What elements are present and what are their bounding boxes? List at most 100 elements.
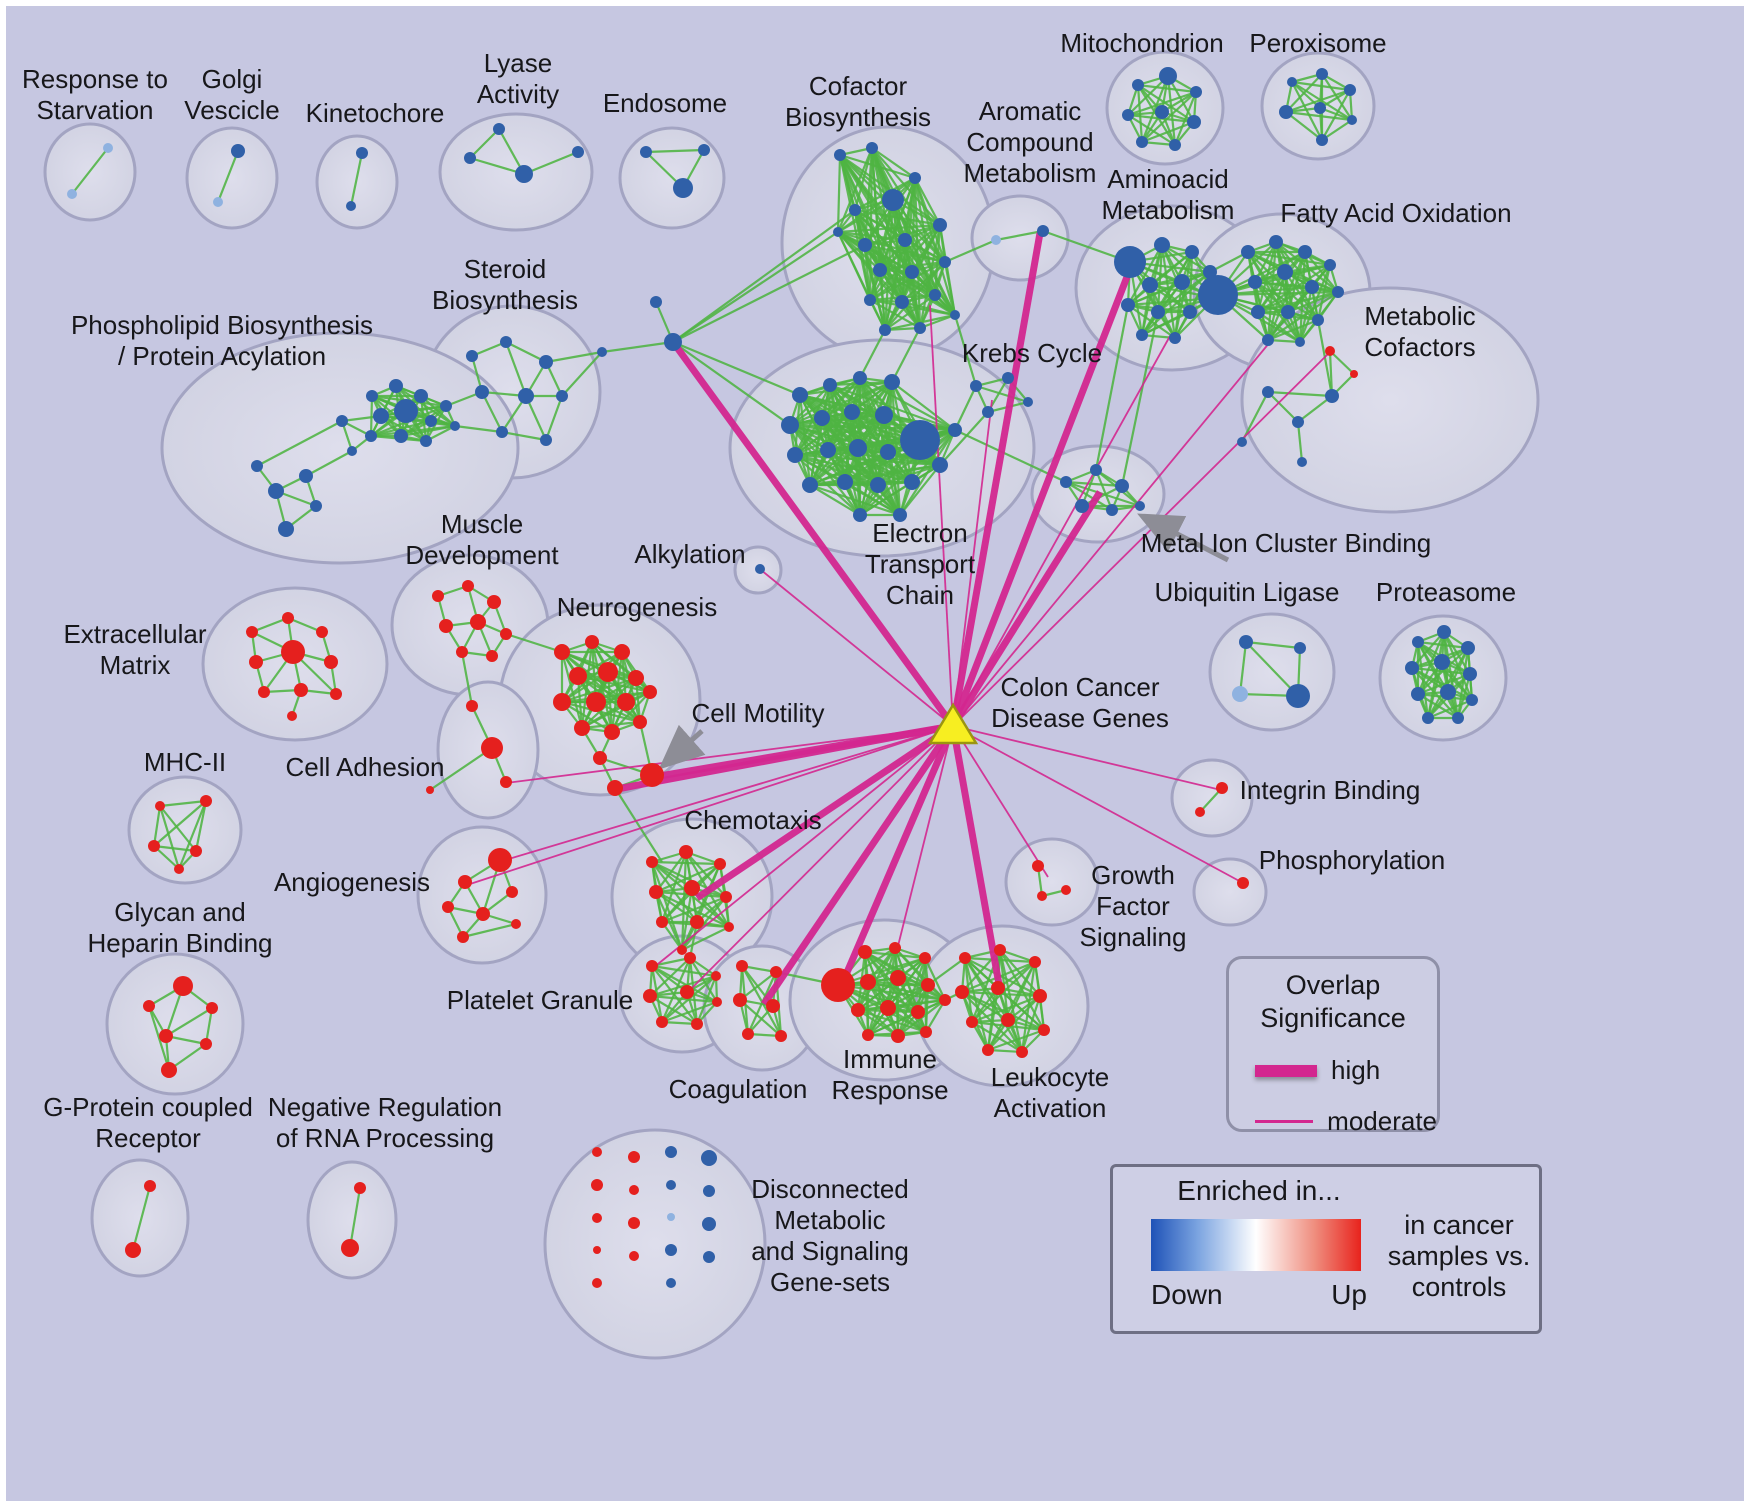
green-edge (853, 147, 874, 211)
green-bridge-edge (1120, 311, 1160, 487)
green-edge (680, 887, 694, 951)
coagulation-node (736, 960, 748, 972)
electron-transport-chain-node (884, 374, 900, 390)
green-edge (655, 851, 687, 893)
green-edge (1287, 290, 1339, 314)
green-edge (809, 483, 901, 517)
neurogenesis-node (574, 720, 590, 736)
green-bridge-edge (454, 424, 503, 434)
cofactor-biosynthesis-node (858, 238, 872, 252)
fatty-acid-oxidation-node (1241, 245, 1255, 259)
phospholipid-biosynthesis-node (425, 415, 437, 427)
peroxisome-node (1279, 105, 1293, 119)
neurogenesis-node (617, 693, 635, 711)
green-edge (153, 844, 197, 853)
green-edge (661, 1000, 718, 1024)
green-edge (1316, 264, 1332, 321)
significance-edge-angiogenesis (501, 725, 954, 862)
immune-response-node (891, 1029, 905, 1043)
electron-transport-chain-node (853, 371, 867, 385)
mhc-ii-ellipse (127, 775, 243, 885)
green-edge (995, 229, 1044, 242)
neurogenesis-node (607, 780, 623, 796)
mitochondrion-node (1187, 115, 1201, 129)
green-edge (975, 384, 1029, 404)
green-edge (681, 926, 730, 951)
green-edge (887, 998, 946, 1010)
angiogenesis-node (457, 931, 469, 943)
peroxisome-node (1316, 68, 1328, 80)
green-edge (649, 957, 691, 997)
endosome-node (640, 146, 652, 158)
label-chemotaxis: Chemotaxis (684, 805, 821, 835)
immune-response-node (862, 1029, 874, 1041)
mhc-ii-node (174, 864, 184, 874)
significance-edge-immune-response (838, 724, 957, 986)
chemotaxis-node (684, 880, 700, 896)
g-protein-coupled-receptor-node (144, 1180, 156, 1192)
layer-nodes (67, 67, 1478, 1288)
glycan-heparin-binding-node (161, 1062, 177, 1078)
muscle-development-node (456, 646, 468, 658)
significance-edge-chemotaxis (695, 723, 955, 901)
green-edge (1217, 290, 1339, 297)
significance-edge-cofactor-biosynthesis (929, 304, 954, 727)
green-edge (794, 411, 853, 456)
green-edge (794, 453, 879, 487)
chemotaxis-node (720, 891, 732, 903)
extracellular-matrix-node (330, 688, 342, 700)
cell-adhesion-node (500, 776, 512, 788)
electron-transport-chain-node (875, 406, 893, 424)
green-edge (649, 994, 718, 1004)
chemotaxis-node (679, 845, 693, 859)
platelet-granule-node (711, 971, 721, 981)
immune-response-node (860, 974, 876, 990)
disconnected-gene-sets-node (592, 1213, 602, 1223)
label-krebs-cycle: Krebs Cycle (962, 338, 1102, 368)
legend-enrichment: Enriched in... Down Up in cancer samples… (1110, 1164, 1542, 1334)
lyase-activity-node (464, 152, 476, 164)
peroxisome-node (1314, 102, 1326, 114)
aminoacid-metabolism-node (1174, 274, 1190, 290)
aminoacid-metabolism-node (1203, 265, 1217, 279)
green-edge (661, 895, 727, 924)
aminoacid-metabolism-node (1121, 298, 1135, 312)
golgi-vescicle-node (213, 197, 223, 207)
mitochondrion-node (1155, 105, 1169, 119)
green-edge (504, 341, 528, 397)
electron-transport-chain-node (837, 474, 853, 490)
disconnected-gene-sets-node (629, 1251, 639, 1261)
green-edge (911, 429, 956, 483)
extracellular-matrix-node (294, 683, 308, 697)
green-edge (71, 147, 109, 195)
green-edge (1304, 251, 1339, 293)
green-edge (1141, 271, 1211, 336)
legend-overlap-significance: Overlap Significance high moderate (1226, 956, 1440, 1136)
aminoacid-metabolism-node (1183, 305, 1197, 319)
green-edge (1456, 673, 1472, 719)
electron-transport-chain-node (893, 508, 907, 522)
green-edge (1285, 88, 1351, 114)
green-bridge-edge (545, 350, 603, 364)
green-edge (1257, 264, 1331, 313)
glycan-heparin-binding-node (159, 1029, 173, 1043)
electron-transport-chain-node (792, 387, 808, 403)
label-kinetochore: Kinetochore (306, 98, 445, 128)
green-edge (655, 862, 721, 894)
platelet-granule-node (680, 985, 694, 999)
green-edge (1285, 110, 1353, 122)
layer-arrows (658, 513, 1230, 770)
green-edge (216, 150, 240, 203)
electron-transport-chain-node (814, 410, 830, 426)
aromatic-compound-metabolism-ellipse (970, 194, 1070, 282)
green-edge (651, 861, 727, 898)
extracellular-matrix-node (324, 655, 338, 669)
legend-significance-title: Overlap Significance (1260, 970, 1406, 1033)
phospholipid-biosynthesis-node (420, 435, 432, 447)
green-edge (400, 405, 447, 437)
